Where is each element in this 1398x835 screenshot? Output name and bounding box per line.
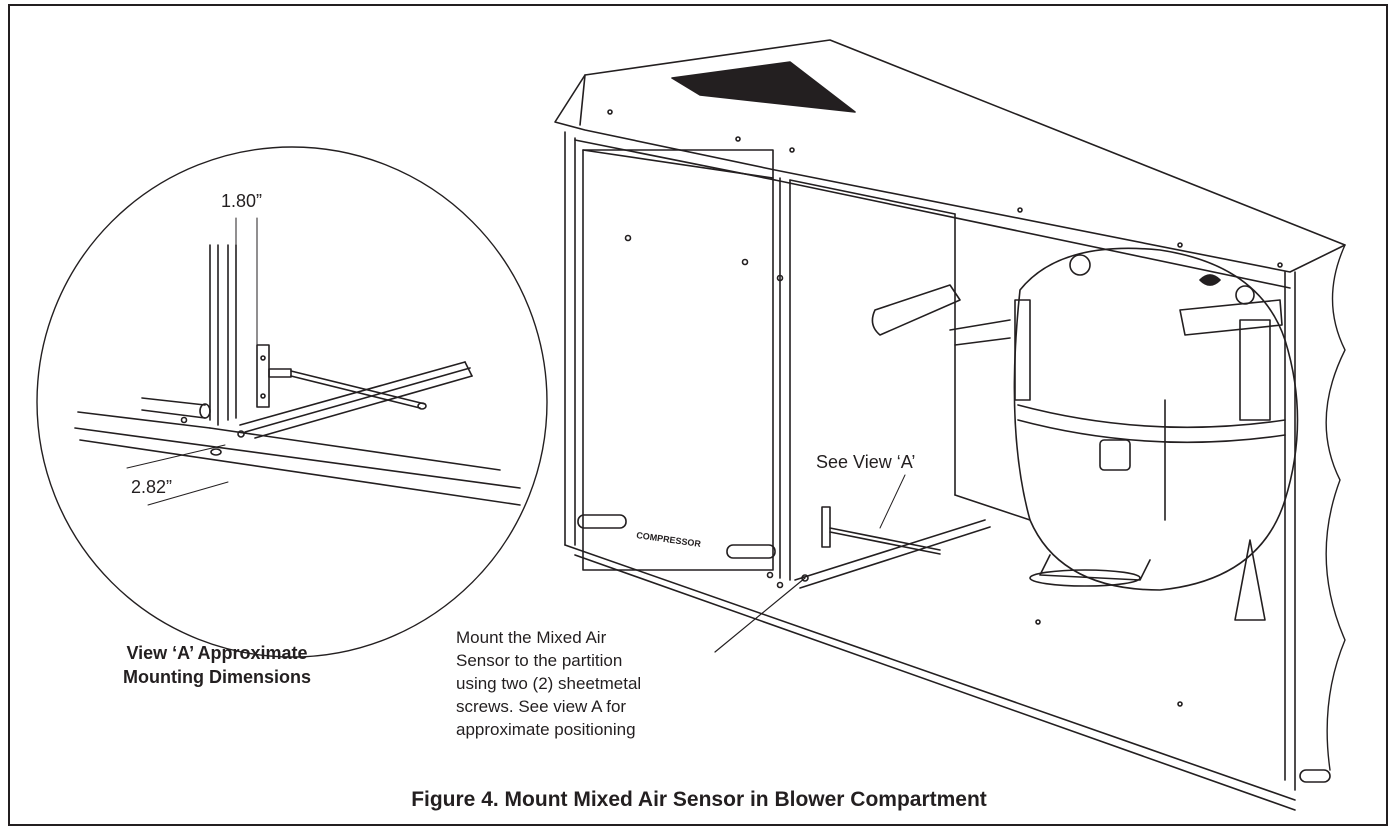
detail-view-circle [36, 146, 548, 658]
note-line: Mount the Mixed Air [456, 628, 607, 647]
figure-caption: Figure 4. Mount Mixed Air Sensor in Blow… [411, 788, 987, 811]
compressor [949, 247, 1299, 621]
figure-frame [8, 4, 1388, 826]
detail-view-caption: View ‘A’ Approximate Mounting Dimensions [112, 641, 322, 689]
detail-view-caption-line2: Mounting Dimensions [123, 667, 311, 687]
detail-view-caption-line1: View ‘A’ Approximate [126, 643, 308, 663]
mounting-note: Mount the Mixed Air Sensor to the partit… [456, 626, 641, 741]
dimension-top: 1.80” [221, 191, 263, 211]
note-line: approximate positioning [456, 720, 636, 739]
note-line: Sensor to the partition [456, 651, 623, 670]
note-line: screws. See view A for [456, 697, 627, 716]
see-view-callout: See View ‘A’ [816, 452, 916, 472]
note-line: using two (2) sheetmetal [456, 674, 642, 693]
unit-cabinet [554, 39, 1346, 811]
dimension-bottom: 2.82” [131, 477, 173, 497]
panel-label: COMPRESSOR [636, 530, 702, 549]
